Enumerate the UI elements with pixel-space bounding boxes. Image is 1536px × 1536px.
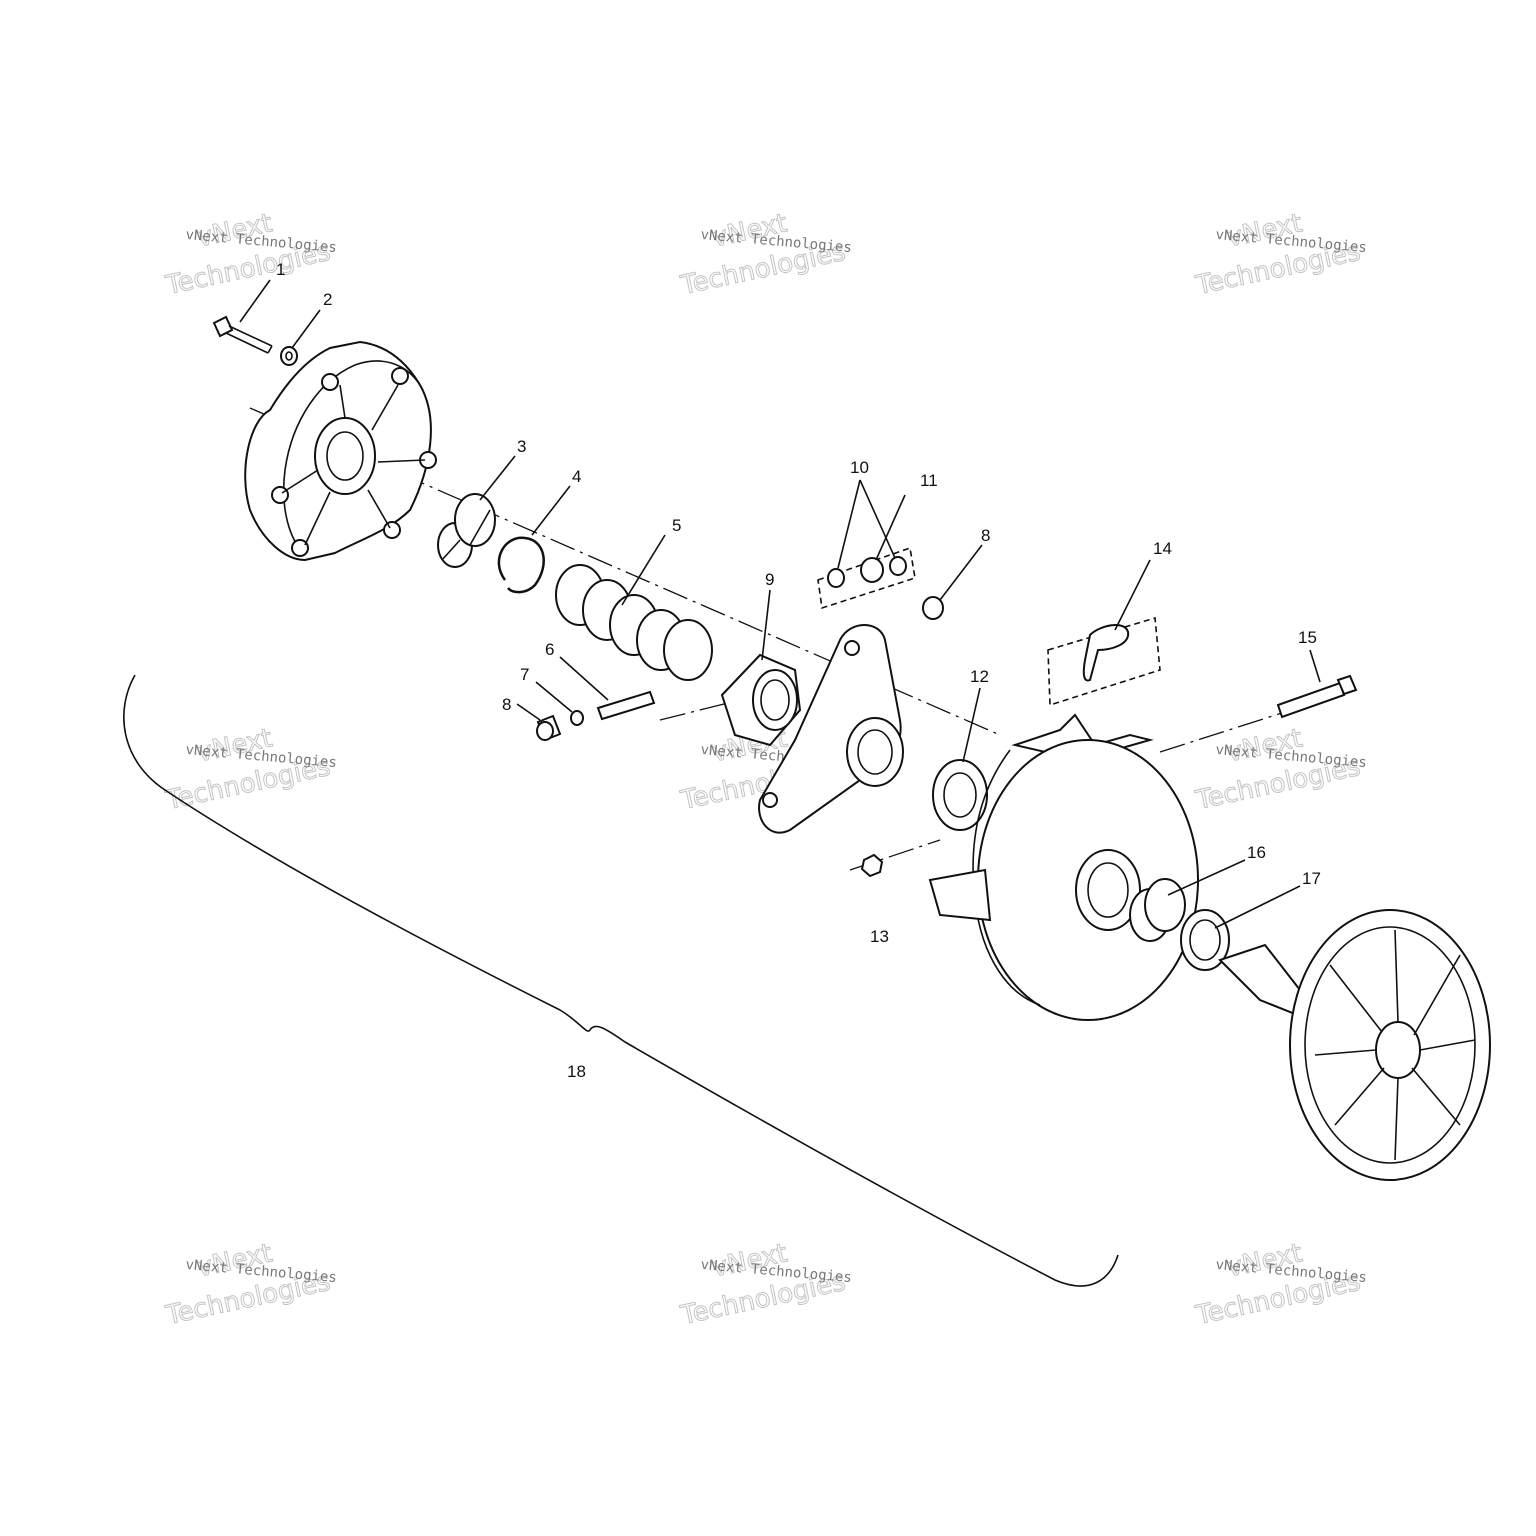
watermark: Technologies vNext vNext Technologies — [162, 208, 337, 302]
shim-washer-part — [932, 759, 988, 831]
callout-11: 11 — [920, 471, 938, 490]
assembly-brace — [123, 674, 1119, 1287]
callout-18: 18 — [567, 1062, 586, 1081]
watermark: Technologies vNext vNext Technologies — [1192, 208, 1367, 302]
washer-part — [280, 346, 298, 366]
watermark: Technologies vNext vNext Technologies — [677, 208, 852, 302]
fixed-sheave-part — [1218, 909, 1491, 1181]
weight-kit — [1047, 616, 1161, 707]
callout-7: 7 — [520, 665, 529, 684]
pin-part — [596, 690, 656, 721]
thrust-washer-part — [1180, 909, 1230, 971]
snap-ring-part — [497, 536, 545, 594]
callout-10: 10 — [850, 458, 869, 477]
callout-17: 17 — [1302, 869, 1321, 888]
callout-2: 2 — [323, 290, 332, 309]
moveable-sheave-part — [928, 713, 1199, 1021]
roller-kit — [817, 546, 916, 610]
callout-1: 1 — [276, 260, 285, 279]
leader-lines — [239, 279, 1321, 929]
plug-part — [536, 714, 562, 742]
plug-part-upper — [922, 596, 944, 620]
callout-13: 13 — [870, 927, 889, 946]
callout-12: 12 — [970, 667, 989, 686]
callout-16: 16 — [1247, 843, 1266, 862]
watermark: Technologies vNext vNext Technologies — [162, 723, 337, 817]
bushing-part — [437, 493, 496, 568]
callout-14: 14 — [1153, 539, 1172, 558]
o-ring-part — [570, 710, 584, 726]
long-bolt-part — [1276, 674, 1358, 719]
spider-arm-part — [758, 624, 904, 834]
callout-8b: 8 — [981, 526, 990, 545]
watermark: Technologies vNext vNext Technologies — [677, 1238, 852, 1332]
cover-part — [244, 340, 437, 562]
callout-4: 4 — [572, 467, 581, 486]
callout-15: 15 — [1298, 628, 1317, 647]
nut-part — [860, 853, 884, 878]
spring-part — [555, 564, 713, 681]
watermark: Technologies vNext vNext Technologies — [1192, 1238, 1367, 1332]
callout-9: 9 — [765, 570, 774, 589]
callout-6: 6 — [545, 640, 554, 659]
bolt-part — [212, 315, 273, 354]
callout-5: 5 — [672, 516, 681, 535]
cam-part — [720, 653, 802, 747]
watermark: Technologies vNext vNext Technologies — [162, 1238, 337, 1332]
callout-8: 8 — [502, 695, 511, 714]
callout-3: 3 — [517, 437, 526, 456]
callout-labels: 1 2 3 4 5 6 7 8 9 10 11 8 12 13 14 15 16… — [276, 260, 1321, 1081]
watermark: Technologies vNext vNext Technologies — [1192, 723, 1367, 817]
